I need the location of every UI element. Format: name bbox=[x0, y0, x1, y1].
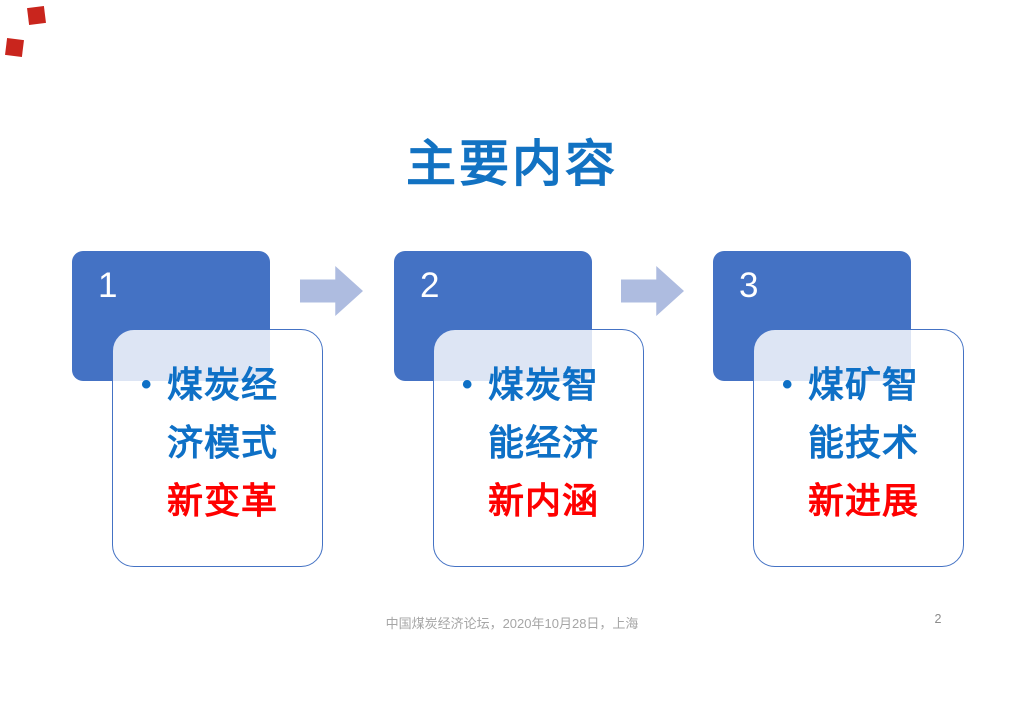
bullet-icon: • bbox=[782, 368, 793, 401]
step-text-main: 煤炭智能经济 bbox=[488, 364, 600, 463]
step-text-main: 煤矿智能技术 bbox=[808, 364, 920, 463]
bullet-item: • 煤矿智能技术新进展 bbox=[754, 330, 963, 530]
page-number: 2 bbox=[934, 612, 942, 626]
step-card: • 煤炭智能经济新内涵 bbox=[433, 329, 644, 567]
right-arrow-icon bbox=[621, 266, 684, 316]
step-text-highlight: 新变革 bbox=[167, 480, 279, 521]
red-logo-mark-icon bbox=[5, 38, 24, 57]
step-number: 2 bbox=[420, 266, 440, 305]
step-number: 3 bbox=[739, 266, 759, 305]
step-text-highlight: 新进展 bbox=[808, 480, 920, 521]
step-text-highlight: 新内涵 bbox=[488, 480, 600, 521]
step-text: 煤炭经济模式新变革 bbox=[167, 356, 281, 530]
bullet-item: • 煤炭智能经济新内涵 bbox=[434, 330, 643, 530]
bullet-item: • 煤炭经济模式新变革 bbox=[113, 330, 322, 530]
red-logo-mark-icon bbox=[27, 6, 46, 25]
step-text: 煤矿智能技术新进展 bbox=[808, 356, 922, 530]
bullet-icon: • bbox=[462, 368, 473, 401]
step-card: • 煤炭经济模式新变革 bbox=[112, 329, 323, 567]
footer-caption: 中国煤炭经济论坛，2020年10月28日，上海 bbox=[385, 616, 639, 631]
step-text: 煤炭智能经济新内涵 bbox=[488, 356, 602, 530]
step-card: • 煤矿智能技术新进展 bbox=[753, 329, 964, 567]
right-arrow-icon bbox=[300, 266, 363, 316]
step-number: 1 bbox=[98, 266, 118, 305]
step-text-main: 煤炭经济模式 bbox=[167, 364, 279, 463]
bullet-icon: • bbox=[141, 368, 152, 401]
slide-title: 主要内容 bbox=[406, 136, 618, 192]
